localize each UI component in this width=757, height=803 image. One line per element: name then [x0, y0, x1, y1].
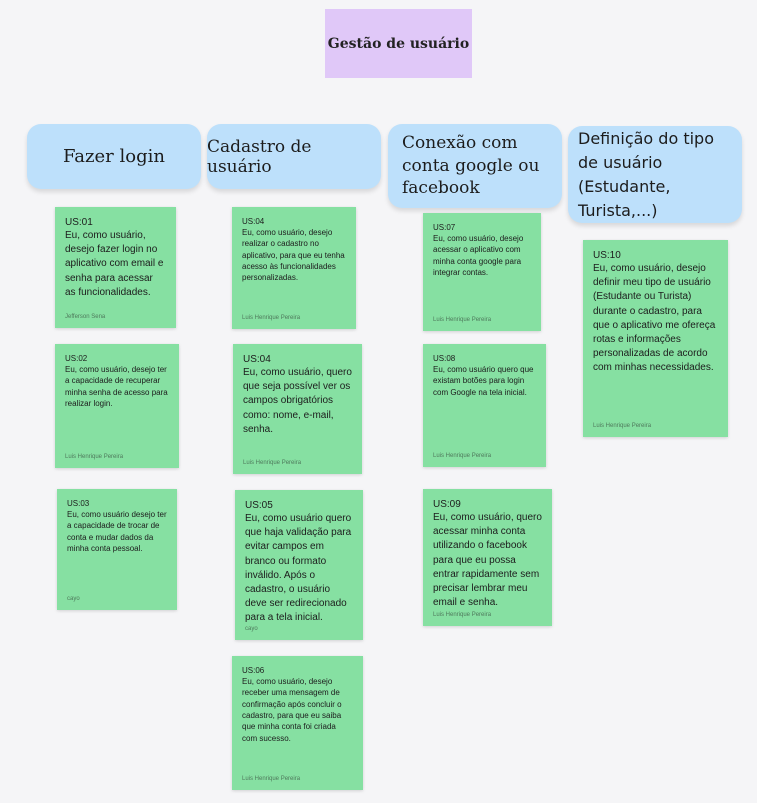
story-text: Eu, como usuário, quero que seja possíve…: [243, 367, 352, 435]
column-header-tipo-usuario: Definição do tipo de usuário (Estudante,…: [568, 126, 742, 223]
story-author: Luis Henrique Pereira: [593, 423, 652, 429]
story-text: Eu, como usuário quero que existam botõe…: [433, 365, 534, 397]
story-author: Luis Henrique Pereira: [243, 460, 302, 466]
story-text: Eu, como usuário desejo ter a capacidade…: [67, 510, 167, 554]
user-story-note[interactable]: US:01 Eu, como usuário, desejo fazer log…: [55, 207, 176, 328]
story-text: Eu, como usuário, desejo ter a capacidad…: [65, 365, 168, 409]
user-story-note[interactable]: US:07 Eu, como usuário, desejo acessar o…: [423, 213, 541, 331]
story-id: US:04: [243, 354, 271, 365]
user-story-note[interactable]: US:02 Eu, como usuário, desejo ter a cap…: [55, 344, 179, 468]
story-id: US:09: [433, 499, 461, 510]
story-text: Eu, como usuário, desejo receber uma men…: [242, 677, 342, 743]
user-story-note[interactable]: US:04 Eu, como usuário, desejo realizar …: [232, 207, 356, 329]
story-text: Eu, como usuário, desejo acessar o aplic…: [433, 234, 524, 278]
story-id: US:10: [593, 250, 621, 261]
user-story-note[interactable]: US:08 Eu, como usuário quero que existam…: [423, 344, 546, 467]
user-story-note[interactable]: US:09 Eu, como usuário, quero acessar mi…: [423, 489, 552, 626]
user-story-note[interactable]: US:10 Eu, como usuário, desejo definir m…: [583, 240, 728, 437]
board-title: Gestão de usuário: [325, 9, 472, 78]
story-id: US:04: [242, 217, 265, 226]
story-text: Eu, como usuário quero que haja validaçã…: [245, 513, 352, 624]
story-author: Luis Henrique Pereira: [433, 612, 492, 618]
story-id: US:06: [242, 666, 265, 675]
story-id: US:01: [65, 217, 93, 228]
user-story-note[interactable]: US:03 Eu, como usuário desejo ter a capa…: [57, 489, 177, 610]
story-text: Eu, como usuário, desejo realizar o cada…: [242, 228, 345, 283]
column-header-cadastro: Cadastro de usuário: [207, 124, 381, 189]
story-author: cayo: [245, 626, 258, 632]
story-text: Eu, como usuário, desejo definir meu tip…: [593, 263, 716, 374]
story-id: US:07: [433, 223, 456, 232]
user-story-note[interactable]: US:06 Eu, como usuário, desejo receber u…: [232, 656, 363, 790]
story-author: Luis Henrique Pereira: [242, 315, 301, 321]
story-text: Eu, como usuário, quero acessar minha co…: [433, 512, 542, 609]
story-author: Luis Henrique Pereira: [433, 453, 492, 459]
story-author: Jefferson Sena: [65, 314, 106, 320]
story-author: Luis Henrique Pereira: [242, 776, 301, 782]
story-author: Luis Henrique Pereira: [65, 454, 124, 460]
user-story-note[interactable]: US:04 Eu, como usuário, quero que seja p…: [233, 344, 362, 474]
story-id: US:02: [65, 354, 88, 363]
story-id: US:05: [245, 500, 273, 511]
story-text: Eu, como usuário, desejo fazer login no …: [65, 230, 164, 298]
story-author: cayo: [67, 596, 80, 602]
story-author: Luis Henrique Pereira: [433, 317, 492, 323]
column-header-login: Fazer login: [27, 124, 201, 189]
column-header-conexao: Conexão com conta google ou facebook: [388, 124, 562, 208]
story-id: US:08: [433, 354, 456, 363]
story-id: US:03: [67, 499, 90, 508]
user-story-note[interactable]: US:05 Eu, como usuário quero que haja va…: [235, 490, 363, 640]
